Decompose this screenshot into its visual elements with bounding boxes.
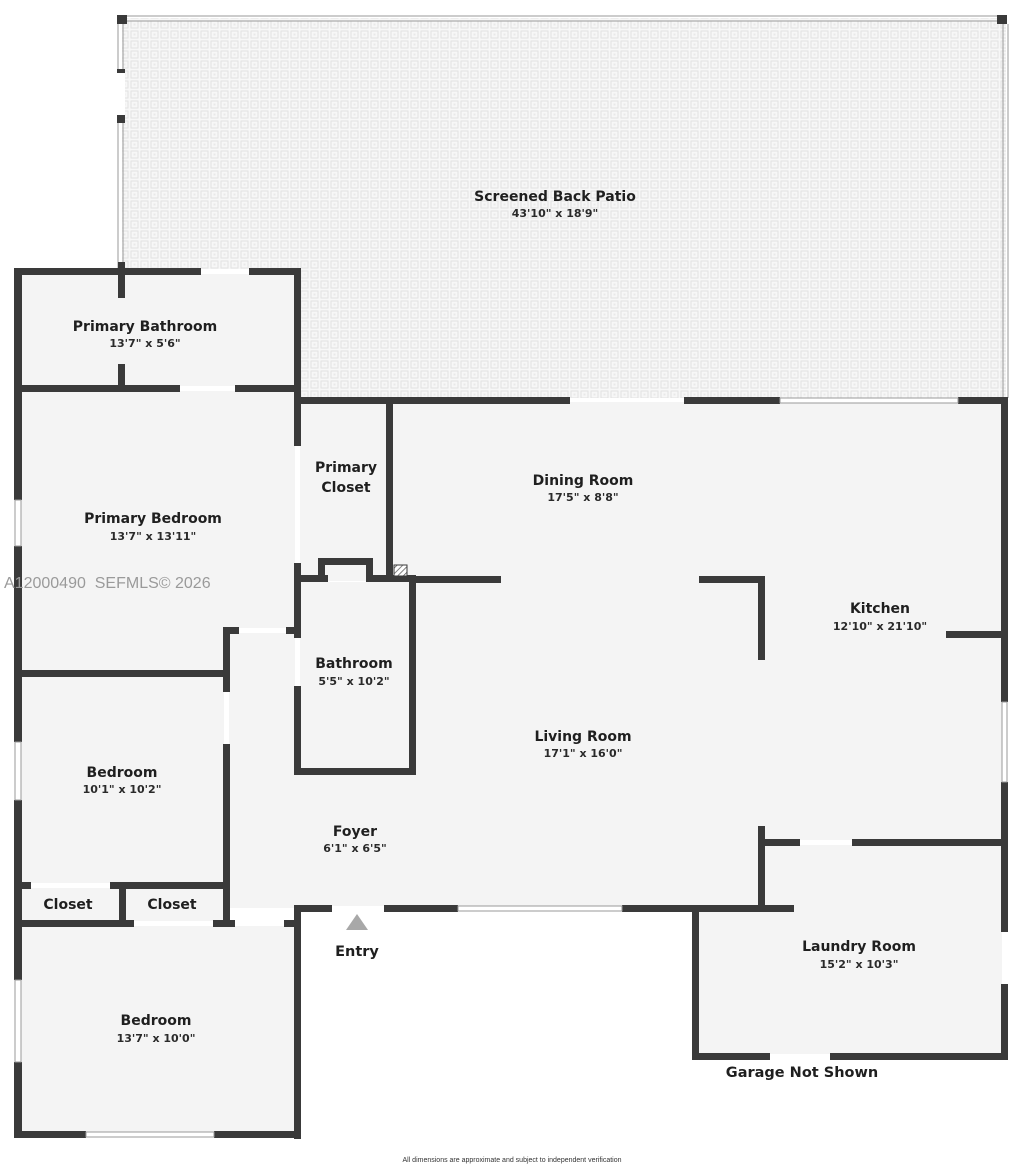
patio-post-w1 — [117, 69, 125, 73]
room-dims: 43'10" x 18'9" — [512, 207, 599, 220]
primary-closet-floor — [298, 401, 390, 581]
room-bedroom-3: Bedroom 13'7" x 10'0" — [117, 1013, 196, 1045]
walls — [14, 262, 1008, 1139]
room-kitchen: Kitchen 12'10" x 21'10" — [833, 601, 927, 633]
room-name: Living Room — [534, 729, 631, 745]
bedroom-2-floor — [18, 676, 228, 886]
room-foyer: Foyer 6'1" x 6'5" — [323, 824, 387, 855]
room-closet-2: Closet — [147, 897, 197, 913]
room-name: Bathroom — [315, 656, 393, 672]
room-dims: 13'7" x 13'11" — [110, 530, 197, 543]
room-name: Primary Bedroom — [84, 511, 222, 527]
patio-post-w2 — [117, 115, 125, 123]
bathroom-floor — [298, 582, 414, 772]
patio-door-opening-w — [116, 73, 125, 115]
room-dims: 17'1" x 16'0" — [544, 747, 623, 760]
room-dims: 13'7" x 10'0" — [117, 1032, 196, 1045]
disclaimer-text: All dimensions are approximate and subje… — [402, 1157, 621, 1164]
bedroom-3-floor — [18, 926, 298, 1136]
room-living-room: Living Room 17'1" x 16'0" — [534, 729, 631, 760]
laundry-floor — [696, 843, 1006, 1057]
mls-watermark: A12000490 SEFMLS© 2026 — [4, 575, 211, 592]
room-dims: 12'10" x 21'10" — [833, 620, 927, 633]
room-dims: 10'1" x 10'2" — [83, 783, 162, 796]
room-dims: 6'1" x 6'5" — [323, 842, 387, 855]
room-primary-bathroom: Primary Bathroom 13'7" x 5'6" — [73, 319, 217, 350]
room-labels: Screened Back Patio 43'10" x 18'9" Prima… — [43, 189, 927, 1081]
entry-label: Entry — [335, 944, 379, 960]
room-name: Bedroom — [121, 1013, 192, 1029]
room-name: Laundry Room — [802, 939, 916, 955]
windows — [14, 269, 1008, 1138]
room-bathroom: Bathroom 5'5" x 10'2" — [315, 656, 393, 688]
room-name: Closet — [43, 897, 93, 913]
room-primary-bedroom: Primary Bedroom 13'7" x 13'11" — [84, 511, 222, 543]
room-name-line1: Primary — [315, 460, 377, 476]
room-bedroom-2: Bedroom 10'1" x 10'2" — [83, 765, 162, 796]
patio-screen-frame — [117, 15, 1009, 398]
patio-corner-post-ne — [997, 15, 1007, 24]
primary-bathroom-floor — [18, 271, 298, 391]
room-dining-room: Dining Room 17'5" x 8'8" — [533, 473, 634, 504]
room-dims: 5'5" x 10'2" — [318, 675, 389, 688]
room-laundry-room: Laundry Room 15'2" x 10'3" — [802, 939, 916, 971]
room-name: Foyer — [333, 824, 377, 840]
room-name: Dining Room — [533, 473, 634, 489]
room-name: Primary Bathroom — [73, 319, 217, 335]
hatched-square-icon — [393, 564, 408, 577]
room-name-line2: Closet — [321, 480, 371, 496]
room-primary-closet: Primary Closet — [315, 460, 377, 496]
room-dims: 15'2" x 10'3" — [820, 958, 899, 971]
patio-corner-post-nw — [117, 15, 127, 24]
room-dims: 17'5" x 8'8" — [547, 491, 618, 504]
room-name: Bedroom — [87, 765, 158, 781]
garage-note: Garage Not Shown — [726, 1065, 878, 1081]
room-closet-1: Closet — [43, 897, 93, 913]
room-name: Closet — [147, 897, 197, 913]
room-dims: 13'7" x 5'6" — [109, 337, 180, 350]
entry-arrow-icon — [346, 914, 368, 930]
room-screened-back-patio: Screened Back Patio 43'10" x 18'9" — [474, 189, 636, 220]
room-name: Screened Back Patio — [474, 189, 636, 205]
room-name: Kitchen — [850, 601, 910, 617]
